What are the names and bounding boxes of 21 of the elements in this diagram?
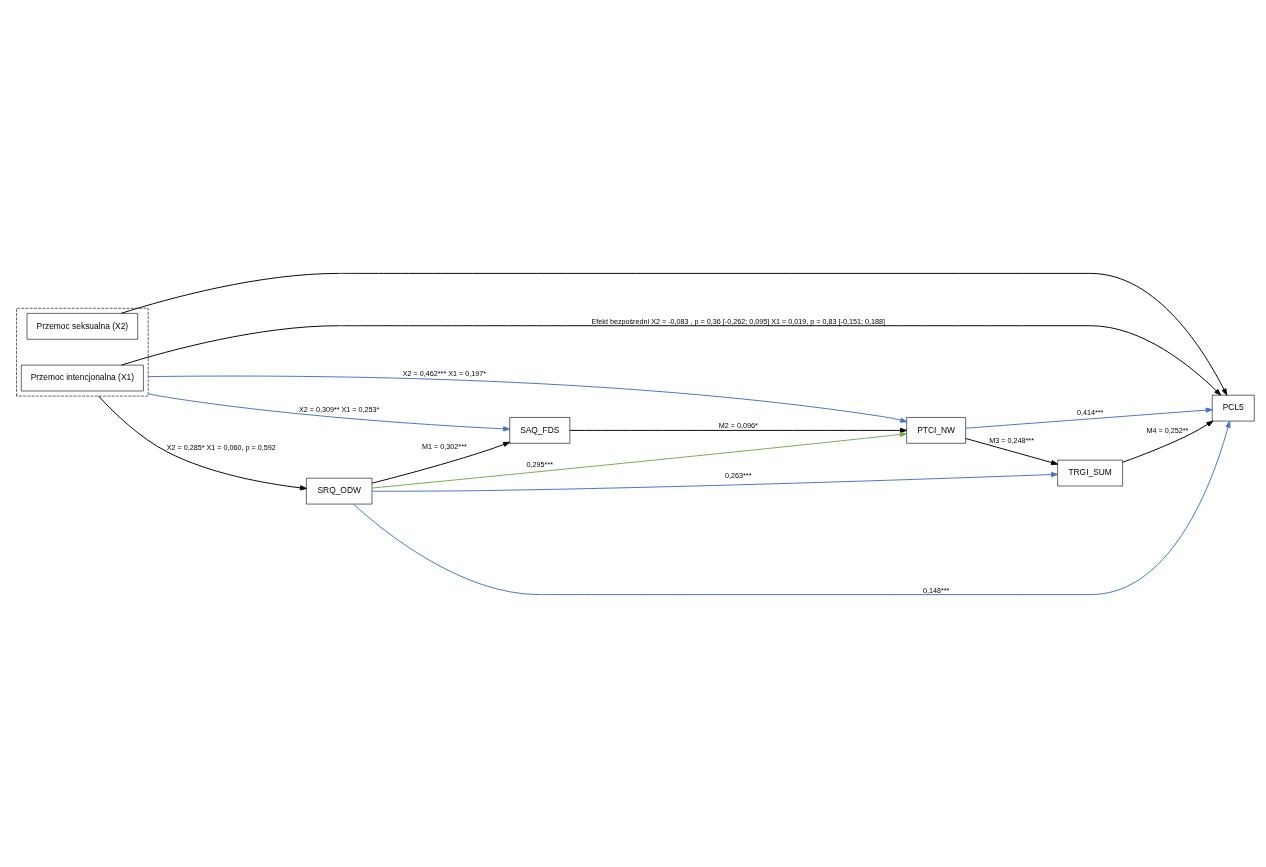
node-box: Przemoc intencjonalna (X1)	[21, 364, 144, 391]
node-box: SRQ_ODW	[306, 477, 373, 504]
node-box: PTCI_NW	[906, 416, 966, 444]
node-box: PCL5	[1211, 394, 1255, 421]
node-box: TRGI_SUM	[1057, 459, 1123, 486]
cluster	[16, 307, 149, 396]
arrow	[120, 324, 1222, 396]
arrow	[371, 431, 907, 488]
arrow	[120, 272, 1228, 395]
arrow	[371, 441, 511, 484]
arrow	[965, 437, 1059, 465]
arrow	[98, 395, 307, 490]
node-box: SAQ_FDS	[509, 416, 571, 444]
arrow	[569, 427, 907, 433]
arrow	[371, 471, 1059, 492]
arrow	[147, 375, 908, 423]
arrow	[353, 420, 1231, 595]
node-box: Przemoc seksualna (X2)	[26, 312, 138, 340]
arrow	[1122, 420, 1214, 463]
arrow	[965, 407, 1213, 429]
arrow	[147, 392, 511, 431]
